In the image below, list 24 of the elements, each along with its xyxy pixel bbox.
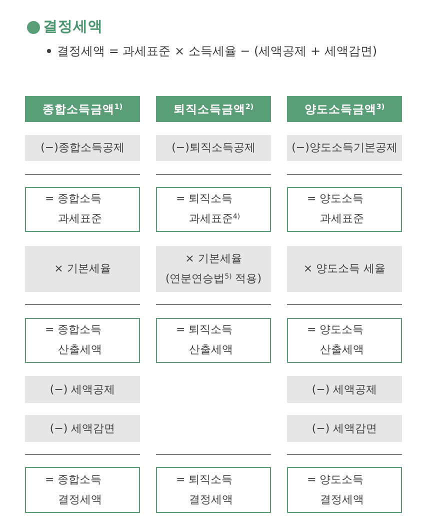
shaded-box: × 양도소득 세율 xyxy=(287,246,402,292)
header-box: 양도소득금액$^{3)}$ xyxy=(287,96,402,122)
header-box: 종합소득금액$^{1)}$ xyxy=(25,96,140,122)
shaded-box: × 기본세율 xyxy=(25,246,140,292)
outlined-box: = 퇴직소득 결정세액 xyxy=(156,467,271,513)
shaded-box: (−) 세액감면 xyxy=(25,415,140,442)
shaded-box: (−)종합소득공제 xyxy=(25,135,140,161)
outlined-box: = 퇴직소득 산출세액 xyxy=(156,318,271,363)
shaded-box: (−)퇴직소득공제 xyxy=(156,135,271,161)
header-box: 퇴직소득금액$^{2)}$ xyxy=(156,96,271,122)
heading: 결정세액 xyxy=(43,18,103,36)
outlined-box: = 종합소득 결정세액 xyxy=(25,467,140,513)
shaded-box: (−)양도소득기본공제 xyxy=(287,135,402,161)
outlined-box: = 퇴직소득 과세표준$^{4)}$ xyxy=(156,187,271,232)
formula-text: 결정세액 = 과세표준 × 소득세율 − (세액공제 + 세액감면) xyxy=(57,43,378,60)
shaded-box: (−) 세액공제 xyxy=(25,376,140,403)
shaded-box: × 기본세율 (연분연승법$^{5)}$ 적용) xyxy=(156,246,271,292)
outlined-box: = 양도소득 결정세액 xyxy=(287,467,402,513)
shaded-box: (−) 세액공제 xyxy=(287,376,402,403)
shaded-box: (−) 세액감면 xyxy=(287,415,402,442)
outlined-box: = 양도소득 산출세액 xyxy=(287,318,402,363)
outlined-box: = 종합소득 과세표준 xyxy=(25,187,140,232)
outlined-box: = 종합소득 산출세액 xyxy=(25,318,140,363)
outlined-box: = 양도소득 과세표준 xyxy=(287,187,402,232)
